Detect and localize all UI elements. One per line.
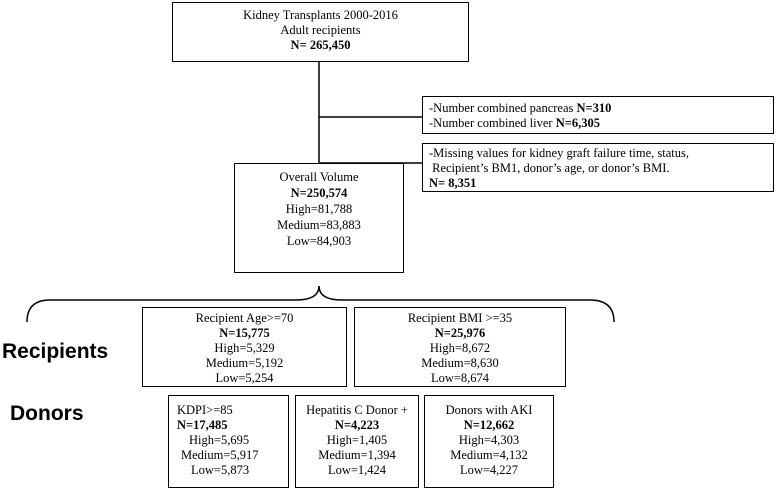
aki-low: Low=4,227 xyxy=(459,463,519,477)
recipient-bmi-n: N=25,976 xyxy=(434,326,486,340)
top-box-line1: Kidney Transplants 2000-2016 xyxy=(243,8,398,22)
recipient-bmi-low: Low=8,674 xyxy=(430,371,490,385)
top-box: Kidney Transplants 2000-2016 Adult recip… xyxy=(172,2,469,62)
aki-title: Donors with AKI xyxy=(445,403,533,417)
recipient-age-title: Recipient Age>=70 xyxy=(195,311,294,325)
hep-c-title: Hepatitis C Donor + xyxy=(306,403,408,417)
recipients-label: Recipients xyxy=(2,340,109,363)
hep-c-low: Low=1,424 xyxy=(327,463,387,477)
recipient-age-high: High=5,329 xyxy=(214,341,275,355)
hep-c-box: Hepatitis C Donor + N=4,223 High=1,405 M… xyxy=(295,395,419,488)
overall-n: N=250,574 xyxy=(290,186,348,200)
kdpi-n: N=17,485 xyxy=(177,418,228,432)
exclusion-box-1: -Number combined pancreas N=310 -Number … xyxy=(422,96,774,134)
exclusion-1-liver-text: -Number combined liver xyxy=(429,116,556,130)
exclusion-1-pancreas-n: N=310 xyxy=(576,101,612,115)
overall-title: Overall Volume xyxy=(279,170,359,184)
recipient-bmi-high: High=8,672 xyxy=(429,341,491,355)
exclusion-1-line1: -Number combined pancreas N=310 xyxy=(429,101,773,116)
aki-n: N=12,662 xyxy=(463,418,515,432)
exclusion-1-line2: -Number combined liver N=6,305 xyxy=(429,116,773,131)
overall-high: High=81,788 xyxy=(285,202,353,216)
hep-c-medium: Medium=1,394 xyxy=(318,448,396,462)
recipient-bmi-box: Recipient BMI >=35 N=25,976 High=8,672 M… xyxy=(354,307,566,387)
curly-brace xyxy=(26,285,615,323)
hep-c-n: N=4,223 xyxy=(334,418,380,432)
kdpi-title: KDPI>=85 xyxy=(177,403,233,417)
exclusion-2-n: N= 8,351 xyxy=(429,176,477,190)
hep-c-high: High=1,405 xyxy=(326,433,388,447)
recipient-age-low: Low=5,254 xyxy=(215,371,274,385)
kdpi-low: Low=5,873 xyxy=(191,463,250,477)
donors-label: Donors xyxy=(10,402,84,425)
top-box-n: N= 265,450 xyxy=(290,38,351,52)
recipient-bmi-medium: Medium=8,630 xyxy=(421,356,499,370)
recipient-age-box: Recipient Age>=70 N=15,775 High=5,329 Me… xyxy=(142,307,347,387)
exclusion-2-line2: Recipient’s BM1, donor’s age, or donor’s… xyxy=(429,161,670,175)
overall-medium: Medium=83,883 xyxy=(277,218,361,232)
kdpi-box: KDPI>=85 N=17,485 High=5,695 Medium=5,91… xyxy=(168,395,289,488)
recipient-bmi-title: Recipient BMI >=35 xyxy=(407,311,513,325)
exclusion-1-pancreas-text: -Number combined pancreas xyxy=(429,101,577,115)
aki-high: High=4,303 xyxy=(458,433,520,447)
kdpi-high: High=5,695 xyxy=(189,433,250,447)
aki-medium: Medium=4,132 xyxy=(450,448,528,462)
exclusion-box-2: -Missing values for kidney graft failure… xyxy=(422,143,774,192)
recipient-age-n: N=15,775 xyxy=(219,326,270,340)
kdpi-medium: Medium=5,917 xyxy=(181,448,259,462)
exclusion-2-line1: -Missing values for kidney graft failure… xyxy=(429,146,690,160)
overall-low: Low=84,903 xyxy=(286,234,352,248)
aki-box: Donors with AKI N=12,662 High=4,303 Medi… xyxy=(424,395,554,488)
top-box-line2: Adult recipients xyxy=(280,23,361,37)
overall-volume-box: Overall Volume N=250,574 High=81,788 Med… xyxy=(234,163,404,273)
exclusion-1-liver-n: N=6,305 xyxy=(555,116,600,130)
recipient-age-medium: Medium=5,192 xyxy=(205,356,284,370)
